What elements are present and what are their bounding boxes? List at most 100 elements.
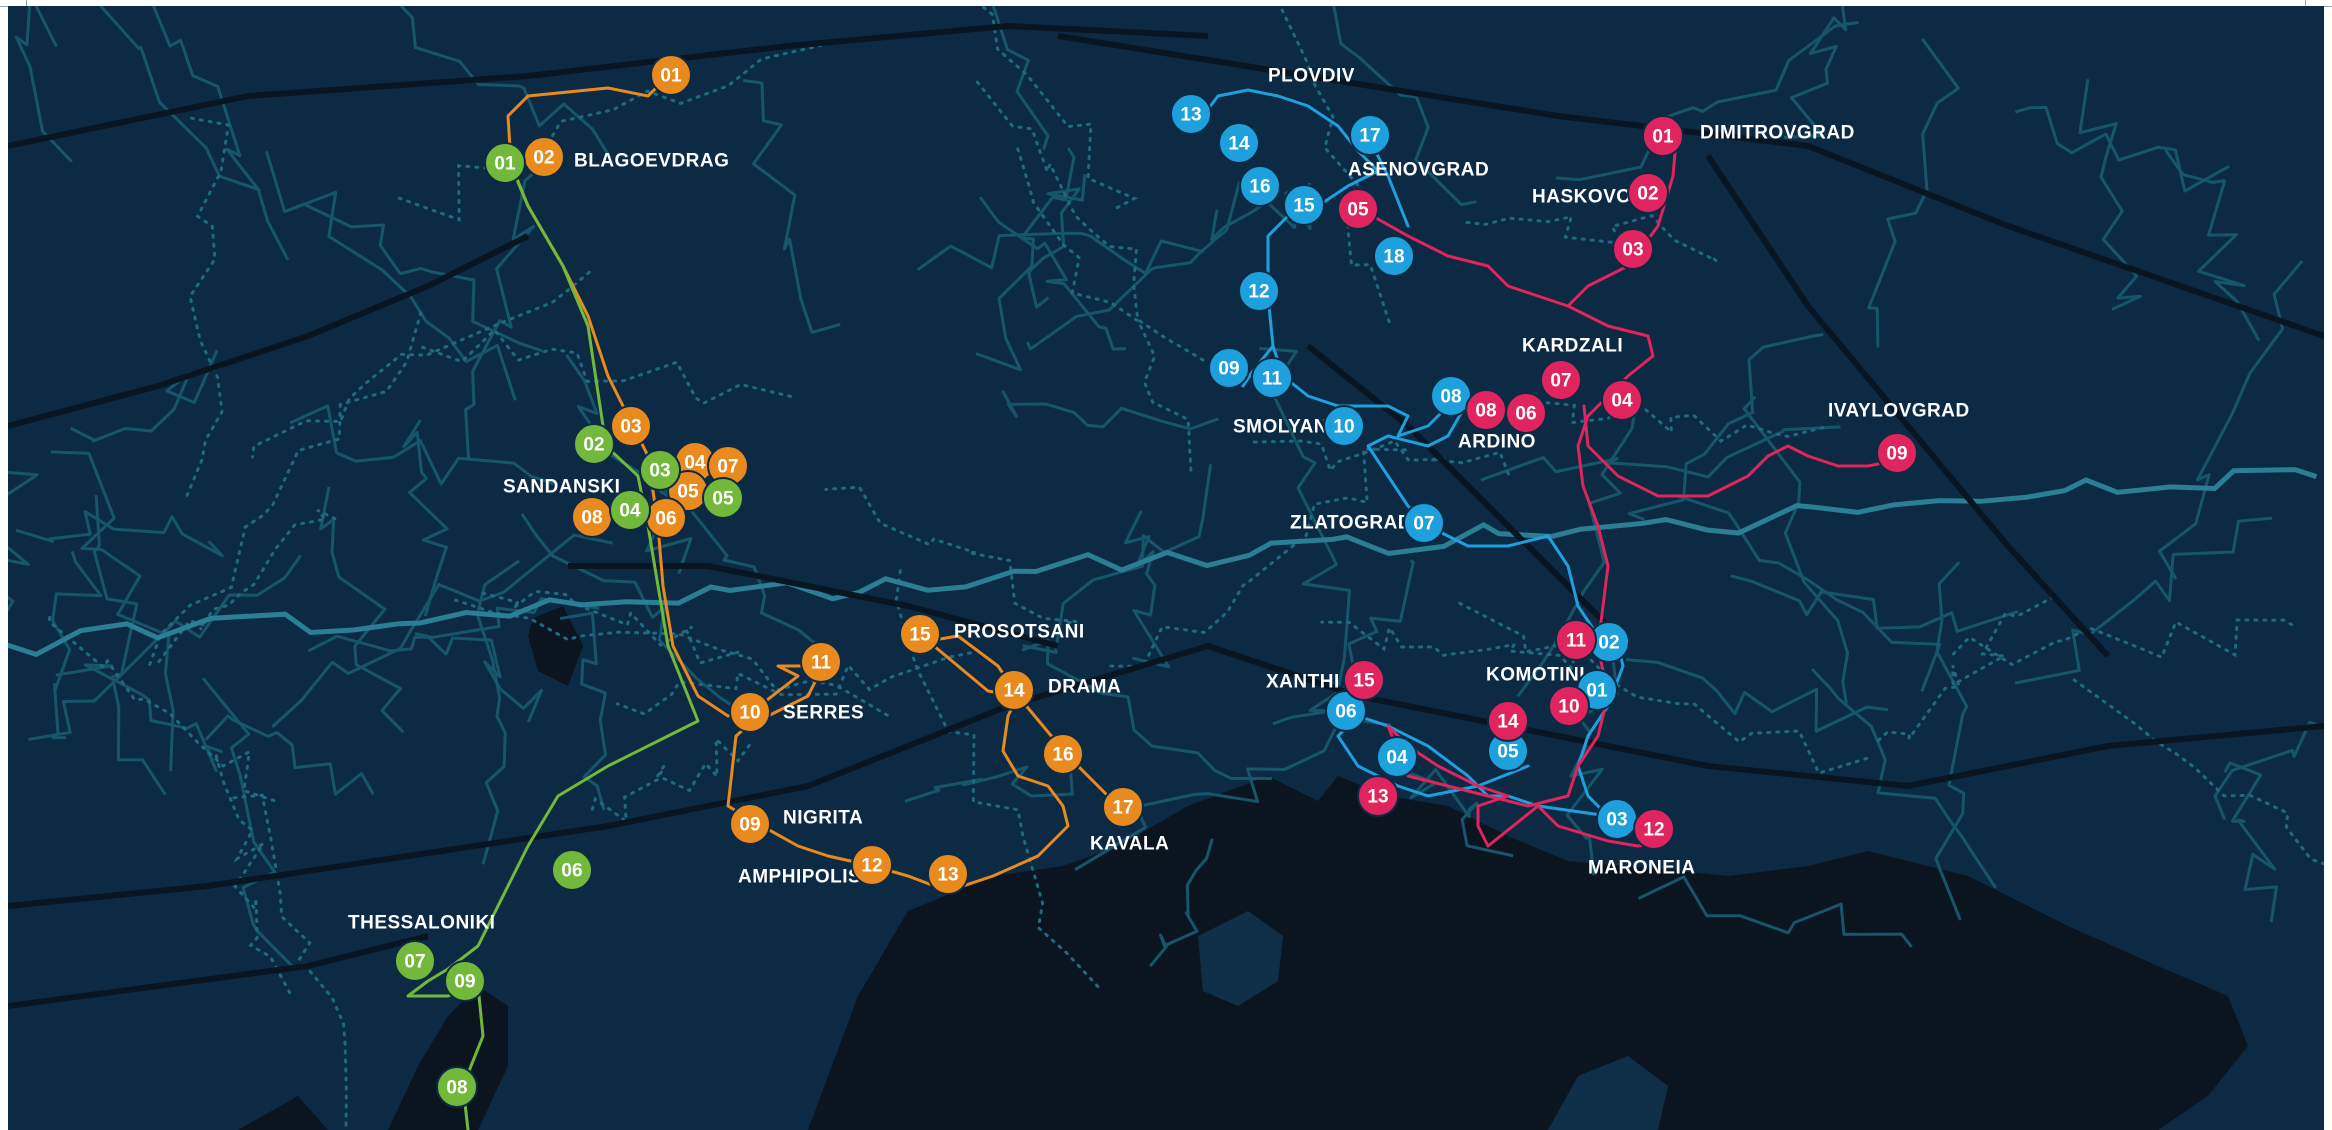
- stop-marker-pink-01[interactable]: 01: [1642, 115, 1684, 157]
- stop-marker-circle: [610, 405, 652, 447]
- river: [975, 147, 1076, 372]
- stop-marker-pink-06[interactable]: 06: [1505, 392, 1547, 434]
- stop-marker-blue-03[interactable]: 03: [1596, 798, 1638, 840]
- stop-number: 15: [1293, 196, 1315, 217]
- stop-marker-orange-07[interactable]: 07: [707, 445, 749, 487]
- stop-marker-blue-08[interactable]: 08: [1430, 375, 1472, 417]
- stop-marker-green-07[interactable]: 07: [394, 940, 436, 982]
- stop-number: 08: [1440, 387, 1461, 408]
- stop-marker-circle: [1337, 188, 1379, 230]
- stop-marker-green-05[interactable]: 05: [702, 477, 744, 519]
- river: [28, 554, 302, 741]
- stop-marker-pink-10[interactable]: 10: [1548, 685, 1590, 727]
- stop-marker-blue-17[interactable]: 17: [1349, 114, 1391, 156]
- stop-number: 06: [1515, 404, 1536, 425]
- stop-marker-circle: [551, 849, 593, 891]
- border-line: [1104, 447, 1407, 668]
- stop-marker-circle: [1642, 115, 1684, 157]
- stop-marker-circle: [1876, 432, 1918, 474]
- road: [8, 233, 530, 429]
- stop-marker-blue-14[interactable]: 14: [1218, 122, 1260, 164]
- stop-number: 08: [581, 508, 602, 529]
- stop-marker-circle: [1555, 619, 1597, 661]
- stop-number: 05: [677, 482, 699, 503]
- stop-marker-pink-03[interactable]: 03: [1612, 228, 1654, 270]
- stop-number: 11: [1262, 369, 1283, 390]
- river: [1123, 510, 1171, 669]
- stop-marker-orange-12[interactable]: 12: [851, 844, 893, 886]
- stop-marker-pink-15[interactable]: 15: [1343, 659, 1385, 701]
- stop-marker-green-01[interactable]: 01: [484, 142, 526, 184]
- stop-marker-orange-13[interactable]: 13: [927, 853, 969, 895]
- stop-marker-circle: [702, 477, 744, 519]
- stop-marker-blue-07[interactable]: 07: [1403, 502, 1445, 544]
- river: [402, 419, 449, 617]
- stop-marker-circle: [484, 142, 526, 184]
- stop-marker-pink-02[interactable]: 02: [1627, 172, 1669, 214]
- stop-marker-circle: [1239, 165, 1281, 207]
- stop-marker-pink-05[interactable]: 05: [1337, 188, 1379, 230]
- stop-marker-blue-11[interactable]: 11: [1251, 357, 1293, 399]
- island: [1548, 1056, 1668, 1130]
- stop-number: 15: [1353, 671, 1375, 692]
- stop-marker-pink-13[interactable]: 13: [1357, 775, 1399, 817]
- stop-marker-pink-04[interactable]: 04: [1601, 379, 1643, 421]
- stop-marker-orange-01[interactable]: 01: [650, 54, 692, 96]
- stop-marker-orange-09[interactable]: 09: [729, 803, 771, 845]
- border-line: [157, 508, 337, 664]
- stop-marker-circle: [573, 423, 615, 465]
- road: [568, 563, 1059, 649]
- stop-marker-circle: [1376, 736, 1418, 778]
- stop-marker-orange-11[interactable]: 11: [800, 641, 842, 683]
- stop-marker-green-08[interactable]: 08: [436, 1066, 478, 1108]
- stop-marker-orange-06[interactable]: 06: [645, 497, 687, 539]
- border-line: [250, 270, 591, 459]
- city-label-thessaloniki: THESSALONIKI: [348, 913, 495, 934]
- stop-marker-green-04[interactable]: 04: [609, 489, 651, 531]
- stop-marker-blue-09[interactable]: 09: [1208, 347, 1250, 389]
- stop-marker-pink-14[interactable]: 14: [1487, 700, 1529, 742]
- stop-marker-orange-02[interactable]: 02: [523, 136, 565, 178]
- stop-marker-orange-08[interactable]: 08: [571, 496, 613, 538]
- stop-marker-blue-02[interactable]: 02: [1588, 621, 1630, 663]
- border-line: [1014, 140, 1193, 472]
- stop-marker-orange-03[interactable]: 03: [610, 405, 652, 447]
- stop-marker-blue-16[interactable]: 16: [1239, 165, 1281, 207]
- stop-marker-pink-12[interactable]: 12: [1633, 808, 1675, 850]
- river: [1332, 6, 1477, 207]
- stop-number: 10: [739, 703, 760, 724]
- stop-number: 12: [861, 856, 882, 877]
- stop-marker-blue-13[interactable]: 13: [1170, 93, 1212, 135]
- route-map[interactable]: BLAGOEVDRAGSANDANSKITHESSALONIKISERRESNI…: [8, 6, 2324, 1130]
- stop-marker-blue-18[interactable]: 18: [1373, 235, 1415, 277]
- stop-marker-pink-07[interactable]: 07: [1540, 359, 1582, 401]
- stop-number: 07: [717, 457, 738, 478]
- stop-marker-blue-10[interactable]: 10: [1323, 405, 1365, 447]
- river: [743, 79, 841, 334]
- stop-marker-blue-04[interactable]: 04: [1376, 736, 1418, 778]
- stop-marker-green-02[interactable]: 02: [573, 423, 615, 465]
- stop-marker-orange-10[interactable]: 10: [729, 691, 771, 733]
- stop-marker-orange-15[interactable]: 15: [899, 613, 941, 655]
- sea-area: [808, 776, 2248, 1130]
- stop-marker-pink-11[interactable]: 11: [1555, 619, 1597, 661]
- stop-marker-orange-14[interactable]: 14: [993, 669, 1035, 711]
- stop-marker-orange-16[interactable]: 16: [1042, 733, 1084, 775]
- stop-number: 06: [561, 861, 582, 882]
- city-label-serres: SERRES: [783, 703, 864, 724]
- stop-number: 05: [712, 489, 734, 510]
- river: [15, 510, 224, 558]
- stop-marker-blue-12[interactable]: 12: [1238, 270, 1280, 312]
- stop-marker-blue-05[interactable]: 05: [1487, 730, 1529, 772]
- stop-marker-green-06[interactable]: 06: [551, 849, 593, 891]
- stop-marker-green-03[interactable]: 03: [639, 449, 681, 491]
- river: [916, 231, 1205, 275]
- stop-marker-green-09[interactable]: 09: [444, 960, 486, 1002]
- stop-marker-blue-06[interactable]: 06: [1325, 690, 1367, 732]
- stop-marker-pink-08[interactable]: 08: [1465, 389, 1507, 431]
- stop-marker-pink-09[interactable]: 09: [1876, 432, 1918, 474]
- stop-marker-blue-15[interactable]: 15: [1283, 184, 1325, 226]
- stop-marker-orange-17[interactable]: 17: [1102, 786, 1144, 828]
